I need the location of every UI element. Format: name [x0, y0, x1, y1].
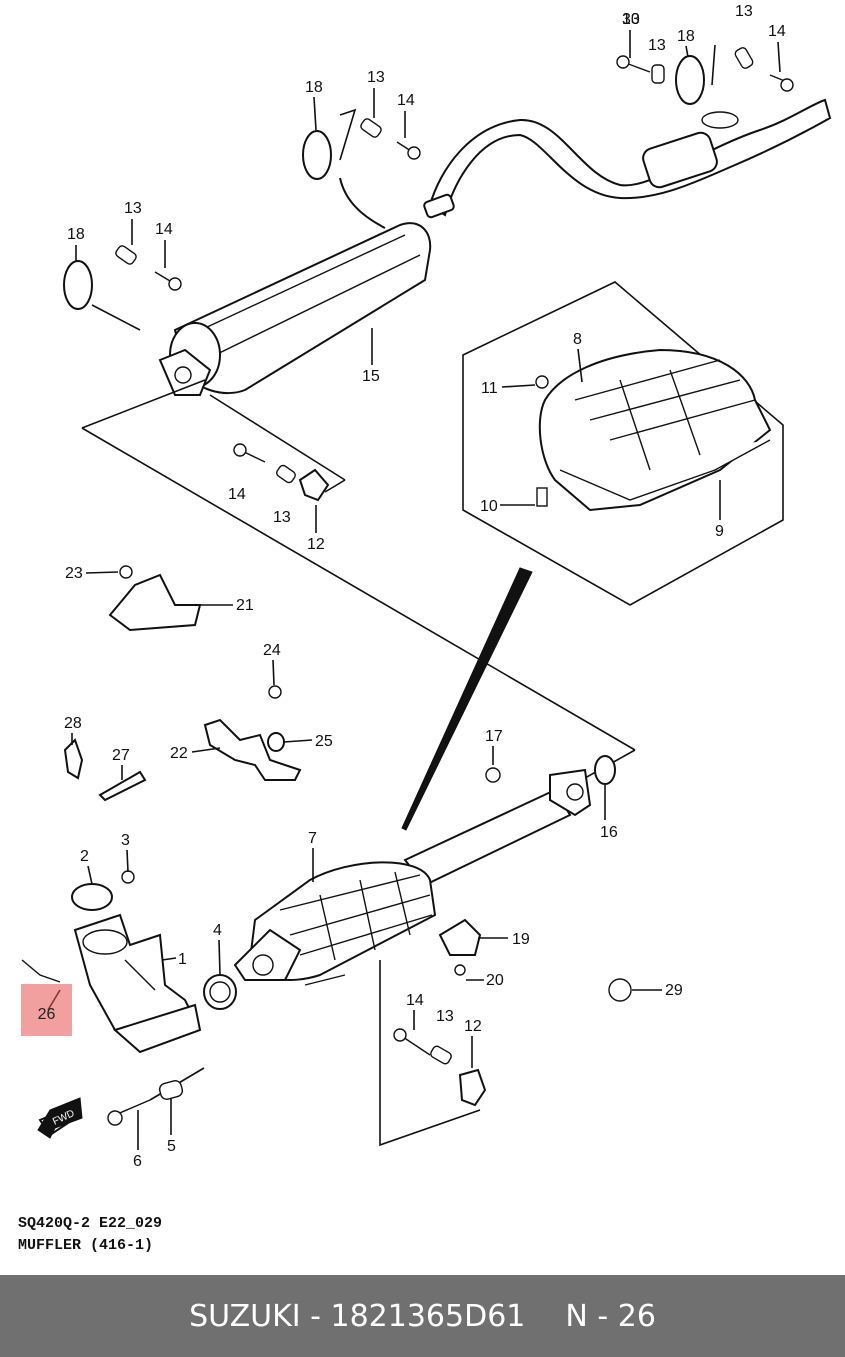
- footer-reference: N - 26: [565, 1298, 656, 1334]
- part-label-10: 10: [480, 498, 498, 515]
- part-label-15: 15: [362, 368, 380, 385]
- part-label-18b: 18: [67, 226, 85, 243]
- part-label-28: 28: [64, 715, 82, 732]
- part-label-13d: 13: [367, 69, 385, 86]
- part-label-14b: 14: [397, 92, 415, 109]
- forward-arrow-icon: FWD: [37, 1097, 83, 1139]
- tail-pipe: [428, 98, 832, 217]
- exhaust-system-diagram: 1 2 3 4 5 6 7 8 9 10 11 12 12 13 13 13 1…: [21, 3, 832, 1170]
- footer-bar: SUZUKI - 1821365D61 N - 26: [0, 1275, 845, 1357]
- part-label-9: 9: [715, 523, 724, 540]
- highlighted-part-label: 26: [37, 1006, 56, 1023]
- part-label-14d: 14: [228, 486, 246, 503]
- part-label-17: 17: [485, 728, 503, 745]
- part-label-13c: 13: [735, 3, 753, 20]
- part-label-22: 22: [170, 745, 188, 762]
- part-label-1: 1: [178, 951, 187, 968]
- part-label-8: 8: [573, 331, 582, 348]
- part-label-14a: 14: [768, 23, 786, 40]
- exhaust-manifold: [73, 913, 202, 1054]
- part-label-24: 24: [263, 642, 281, 659]
- part-label-25: 25: [315, 733, 333, 750]
- main-muffler: [169, 177, 455, 395]
- caption-title: MUFFLER (416-1): [18, 1237, 154, 1254]
- part-label-13b: 13: [648, 37, 666, 54]
- part-label-5: 5: [167, 1138, 176, 1155]
- part-label-30: 30: [622, 11, 640, 28]
- callout-arrow: [401, 567, 533, 831]
- part-label-14e: 14: [406, 992, 424, 1009]
- hangers: [63, 55, 705, 310]
- highlighted-part-26: 26: [21, 984, 72, 1036]
- part-labels: 1 2 3 4 5 6 7 8 9 10 11 12 12 13 13 13 1…: [47, 3, 786, 1170]
- gasket-16: [594, 755, 616, 785]
- part-label-12b: 12: [464, 1018, 482, 1035]
- part-label-3: 3: [121, 832, 130, 849]
- part-label-13a: 13: [622, 11, 640, 28]
- part-label-20: 20: [486, 972, 504, 989]
- catalyst-inset: [462, 281, 784, 606]
- part-label-14c: 14: [155, 221, 173, 238]
- fasteners: [107, 47, 794, 1126]
- part-label-16: 16: [600, 824, 618, 841]
- part-label-13f: 13: [273, 509, 291, 526]
- part-label-19: 19: [512, 931, 530, 948]
- part-label-7: 7: [308, 830, 317, 847]
- brackets: [21, 468, 487, 1137]
- part-label-18a: 18: [305, 79, 323, 96]
- part-label-11: 11: [481, 380, 498, 397]
- gasket-2: [71, 883, 113, 911]
- part-label-13g: 13: [436, 1008, 454, 1025]
- front-pipe-catalyst: [233, 768, 592, 986]
- caption-code: SQ420Q-2 E22_029: [18, 1215, 163, 1232]
- part-label-21: 21: [236, 597, 254, 614]
- part-label-27: 27: [112, 747, 130, 764]
- part-label-12a: 12: [307, 536, 325, 553]
- footer-part-number: SUZUKI - 1821365D61: [189, 1298, 526, 1334]
- diagram-caption: SQ420Q-2 E22_029 MUFFLER (416-1): [18, 1213, 162, 1257]
- part-label-23: 23: [65, 565, 83, 582]
- seal-ring-4: [203, 974, 237, 1010]
- part-label-13e: 13: [124, 200, 142, 217]
- part-label-2: 2: [80, 848, 89, 865]
- part-label-4: 4: [213, 922, 222, 939]
- part-label-18c: 18: [677, 28, 695, 45]
- part-label-29: 29: [665, 982, 683, 999]
- part-label-6: 6: [133, 1153, 142, 1170]
